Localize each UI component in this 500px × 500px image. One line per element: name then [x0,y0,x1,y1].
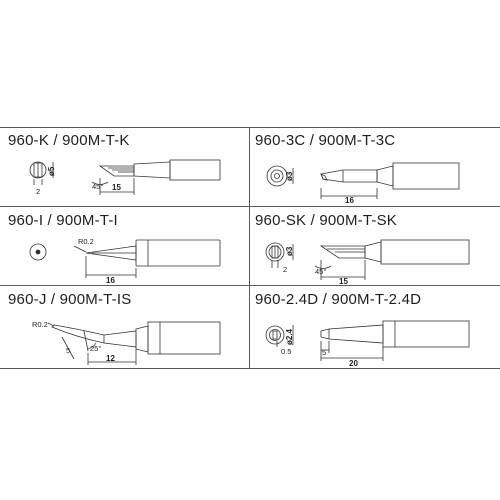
tip-card-960-2-4d: 960-2.4D / 900M-T-2.4D ø2.4 0.5 5 20 [255,291,500,369]
tip-title: 960-J / 900M-T-IS [8,291,132,308]
dim-angle: 25° [90,344,101,353]
column-divider [249,127,250,369]
tip-drawing-960-k: ø5 2 45° 15 [29,159,221,196]
tip-card-960-sk: 960-SK / 900M-T-SK ø3 2 45° 15 [255,212,500,290]
dim-side: 2 [36,187,40,196]
dim-length: 16 [106,276,115,285]
dim-length: 15 [339,277,348,286]
dim-angle: 45° [92,182,103,191]
dim-thickness: 0.5 [281,347,291,356]
dim-side: 5 [322,348,326,357]
tip-card-960-3c: 960-3C / 900M-T-3C ø3 16 [255,132,500,210]
dim-radius: R0.2 [78,237,94,246]
row-divider-2 [0,285,500,286]
tip-title: 960-SK / 900M-T-SK [255,212,397,229]
dim-length: 16 [345,196,354,205]
dim-radius: R0.2 [32,320,48,329]
tip-title: 960-3C / 900M-T-3C [255,132,396,149]
dim-side: 5 [66,346,70,355]
dim-diameter: ø5 [47,166,56,176]
dim-angle: 45° [315,267,326,276]
tip-card-960-i: 960-I / 900M-T-I R0.2 16 [8,212,258,290]
tip-drawing-960-2-4d: ø2.4 0.5 5 20 [265,320,470,368]
tip-drawing-960-i: R0.2 16 [29,237,221,285]
tip-drawing-960-j: R0.2 5 25° 12 [32,320,221,365]
dim-length: 12 [106,354,115,363]
tip-drawing-960-3c: ø3 16 [266,162,460,205]
dim-side: 2 [283,265,287,274]
dim-diameter: ø2.4 [285,328,294,345]
row-divider-1 [0,206,500,207]
tip-drawing-960-sk: ø3 2 45° 15 [265,239,470,286]
row-divider-top [0,127,500,128]
tip-card-960-j: 960-J / 900M-T-IS R0.2 5 25° 12 [8,291,258,369]
tip-card-960-k: 960-K / 900M-T-K ø5 2 45° [8,132,258,210]
dim-diameter: ø3 [285,246,294,256]
dim-diameter: ø3 [285,171,294,181]
dim-length: 20 [349,359,358,368]
tip-title: 960-2.4D / 900M-T-2.4D [255,291,422,308]
row-divider-bottom [0,368,500,369]
tip-title: 960-K / 900M-T-K [8,132,130,149]
tip-title: 960-I / 900M-T-I [8,212,118,229]
dim-length: 15 [112,183,121,192]
